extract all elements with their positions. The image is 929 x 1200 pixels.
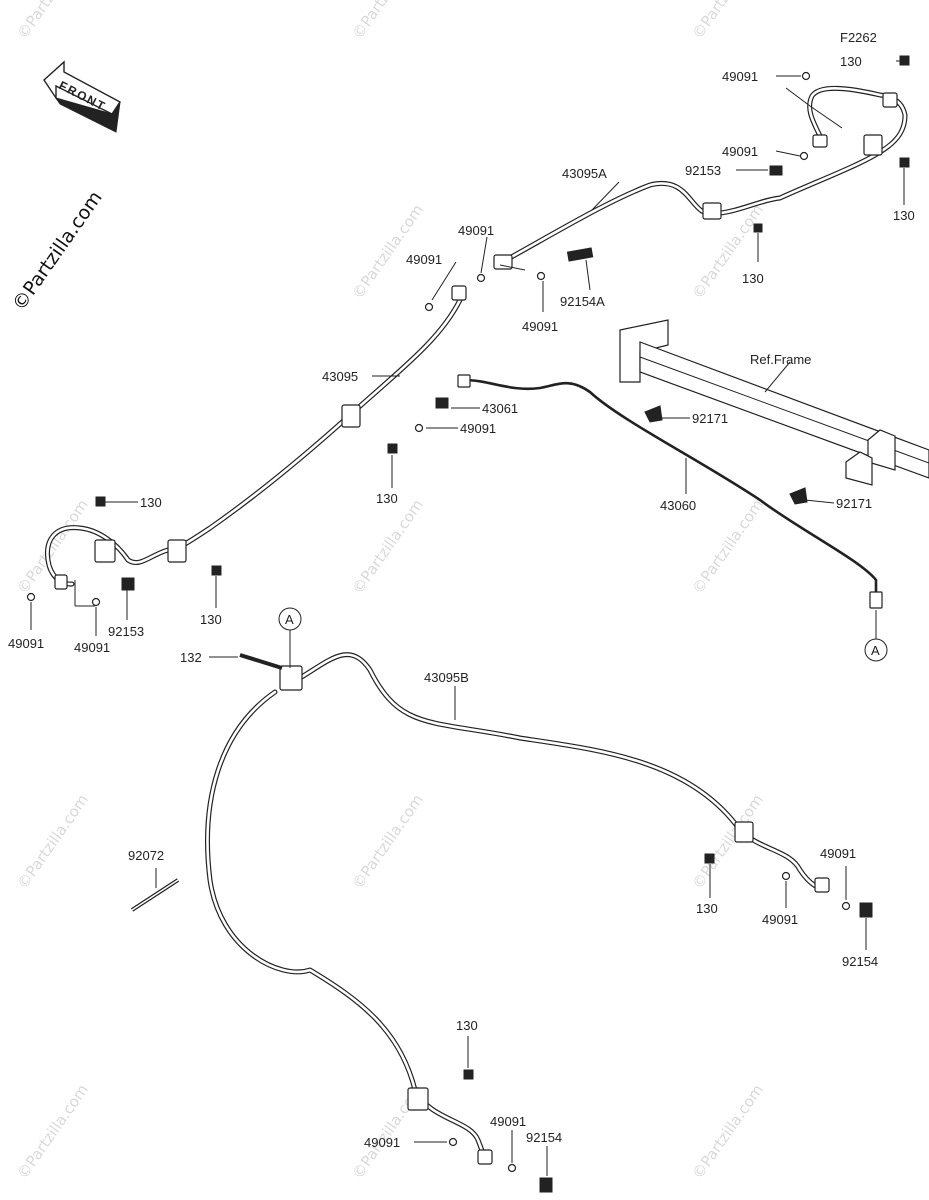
watermark-layer: ©Partzilla.com ©Partzilla.com ©Partzilla…: [8, 0, 767, 1182]
callout-49091: 49091: [522, 319, 558, 334]
callout-49091: 49091: [458, 223, 494, 238]
callout-43060: 43060: [660, 498, 696, 513]
watermark: ©Partzilla.com: [689, 201, 767, 302]
callout-130: 130: [696, 901, 718, 916]
watermark: ©Partzilla.com: [14, 496, 92, 597]
callout-49091: 49091: [722, 69, 758, 84]
callout-43061: 43061: [482, 401, 518, 416]
front-arrow-icon: FRONT: [43, 60, 122, 133]
callout-92154: 92154: [842, 954, 878, 969]
callout-130: 130: [376, 491, 398, 506]
diagram-code: F2262: [840, 30, 877, 45]
callout-92154: 92154: [526, 1130, 562, 1145]
callout-49091: 49091: [460, 421, 496, 436]
callout-92153: 92153: [685, 163, 721, 178]
callout-49091: 49091: [820, 846, 856, 861]
connector-a-label: A: [285, 612, 294, 627]
callout-130: 130: [840, 54, 862, 69]
callout-92171: 92171: [836, 496, 872, 511]
brake-hose-43095a: [493, 85, 908, 270]
callout-132: 132: [180, 650, 202, 665]
brake-pipe-43060: [457, 374, 883, 609]
watermark: ©Partzilla.com: [14, 791, 92, 892]
callout-43095a: 43095A: [562, 166, 607, 181]
callout-49091: 49091: [722, 144, 758, 159]
brake-hose-43095: [44, 285, 467, 590]
callout-130: 130: [893, 208, 915, 223]
watermark: ©Partzilla.com: [349, 791, 427, 892]
callout-49091: 49091: [364, 1135, 400, 1150]
ref-frame-label: Ref.Frame: [750, 352, 811, 367]
hardware-layer: [26, 55, 910, 1193]
callout-92153: 92153: [108, 624, 144, 639]
callout-130: 130: [200, 612, 222, 627]
watermark: ©Partzilla.com: [349, 496, 427, 597]
callout-92154a: 92154A: [560, 294, 605, 309]
ref-frame: Ref.Frame: [619, 319, 929, 486]
callout-49091: 49091: [8, 636, 44, 651]
connector-a-label: A: [871, 643, 880, 658]
watermark: ©Partzilla.com: [689, 1081, 767, 1182]
brake-hose-43095b: [205, 652, 830, 1165]
watermark: ©Partzilla.com: [349, 0, 427, 42]
callout-49091: 49091: [406, 252, 442, 267]
callout-labels: 130 49091 49091 92153 130 43095A 130 490…: [8, 54, 915, 1150]
callout-49091: 49091: [762, 912, 798, 927]
callout-43095b: 43095B: [424, 670, 469, 685]
callout-130: 130: [456, 1018, 478, 1033]
connector-a-bottom: A: [864, 610, 888, 662]
watermark: ©Partzilla.com: [14, 0, 92, 42]
callout-92171: 92171: [692, 411, 728, 426]
callout-49091: 49091: [74, 640, 110, 655]
callout-130: 130: [140, 495, 162, 510]
leader-lines: [30, 60, 905, 1176]
watermark: ©Partzilla.com: [689, 496, 767, 597]
callout-43095: 43095: [322, 369, 358, 384]
callout-92072: 92072: [128, 848, 164, 863]
callout-130: 130: [742, 271, 764, 286]
connector-a-top: A: [278, 607, 302, 668]
cable-tie-icon: [130, 878, 180, 912]
watermark: ©Partzilla.com: [689, 0, 767, 42]
watermark: ©Partzilla.com: [14, 1081, 92, 1182]
watermark-main: ©Partzilla.com: [8, 187, 107, 315]
callout-49091: 49091: [490, 1114, 526, 1129]
